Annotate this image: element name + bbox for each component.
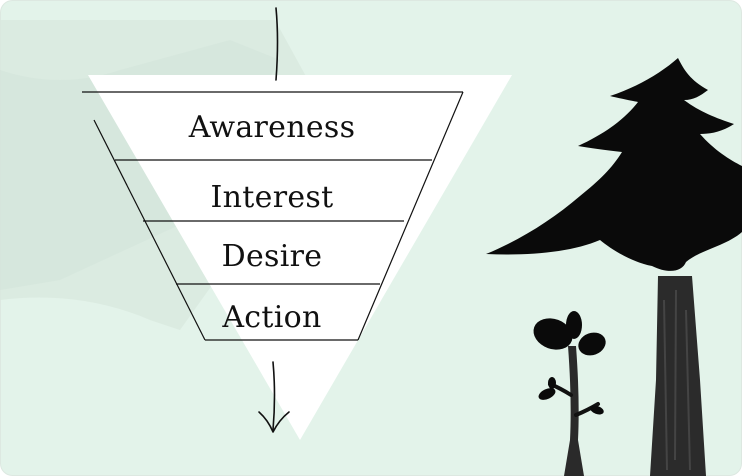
pine-tree-canopy [486, 58, 742, 271]
stage-awareness-label: Awareness [188, 110, 356, 145]
pine-tree-bark-texture [663, 289, 691, 471]
sapling-trunk [564, 346, 584, 476]
funnel-backdrop [88, 75, 512, 440]
sapling-leaf [590, 405, 604, 415]
funnel-left-edge [93, 119, 206, 341]
arrow-down-icon [258, 361, 290, 433]
funnel-right-edge [357, 91, 464, 341]
sapling-leaf [578, 332, 606, 356]
stage-interest-label: Interest [211, 180, 334, 215]
arrow-out-line [272, 361, 276, 431]
arrow-in-line [275, 7, 279, 81]
sapling-leaf [566, 311, 582, 339]
sapling-branch-right [574, 402, 600, 417]
funnel-outline [82, 91, 464, 341]
arrow-head [258, 411, 290, 433]
stage-desire-label: Desire [222, 239, 323, 274]
sapling-icon [533, 311, 606, 476]
sapling-leaf [538, 388, 556, 400]
stage-action-label: Action [221, 300, 321, 335]
pine-tree-icon [486, 58, 742, 476]
sapling-leaf [533, 318, 573, 350]
sapling-leaf [548, 377, 556, 389]
funnel-stages: Awareness Interest Desire Action [188, 110, 356, 335]
